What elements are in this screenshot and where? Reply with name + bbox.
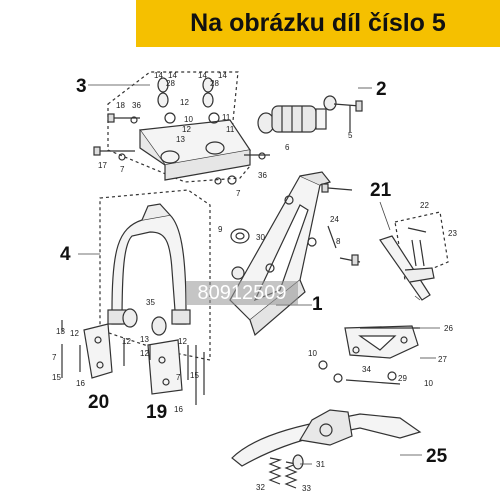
callout-20: 20 [88,392,109,413]
part-number: 36 [132,101,141,110]
part-number: 7 [120,165,125,174]
part-number: 16 [76,379,85,388]
part-number: 11 [222,113,231,122]
part-number: 12 [178,337,187,346]
washer-part-30 [230,228,250,244]
spring-parts [268,454,304,489]
callout-25: 25 [426,446,448,467]
header-banner [136,0,500,47]
callout-1: 1 [312,294,323,315]
small-bolt-parts [61,320,205,405]
part-number: 5 [348,131,353,140]
bolt-parts [93,113,270,185]
part-number: 15 [52,373,61,382]
shock-absorber-part [257,95,363,134]
main-stand-part [231,409,422,467]
bracket-part-20 [83,323,113,379]
part-number: 28 [210,79,219,88]
part-number: 7 [52,353,57,362]
callout-21: 21 [370,180,392,201]
part-number: 7 [236,189,241,198]
part-number: 10 [308,349,317,358]
part-number: 24 [330,215,339,224]
part-number: 12 [140,349,149,358]
part-number: 10 [424,379,433,388]
bolt-parts-right [321,183,361,266]
side-stand-part [379,227,435,301]
part-number: 13 [56,327,65,336]
part-number: 36 [258,171,267,180]
bushing-part-35 [122,308,167,336]
part-number: 17 [98,161,107,170]
part-number: 10 [184,115,193,124]
leader-lines [78,84,440,465]
part-number: 12 [182,125,191,134]
part-number: 33 [302,484,311,493]
part-number: 13 [176,135,185,144]
washer-parts-bottom-right [318,360,401,385]
part-number: 14 [168,71,177,80]
bushing-set-part [157,77,220,124]
part-number: 31 [316,460,325,469]
part-number: 14 [198,71,207,80]
part-number: 9 [218,225,223,234]
part-number: 15 [190,371,199,380]
part-number: 23 [448,229,457,238]
callout-4: 4 [60,244,71,265]
header-title: Na obrázku díl číslo 5 [190,9,446,37]
part-number: 16 [174,405,183,414]
part-number: 11 [226,125,235,134]
part-number: 12 [70,329,79,338]
part-number: 18 [116,101,125,110]
part-number: 12 [180,98,189,107]
part-number: 8 [336,237,341,246]
part-number: 29 [398,374,407,383]
part-number: 28 [166,79,175,88]
part-number: 13 [140,335,149,344]
part-number: 14 [154,71,163,80]
part-number: 7 [176,373,181,382]
watermark: 80912509 [186,281,298,305]
part-number: 12 [122,337,131,346]
part-number: 32 [256,483,265,492]
callout-3: 3 [76,76,87,97]
part-number: 35 [146,298,155,307]
part-number: 26 [444,324,453,333]
swing-arm-part [107,203,191,325]
part-number: 34 [362,365,371,374]
bracket-part-19 [147,339,183,395]
callout-2: 2 [376,79,387,100]
part-number: 27 [438,355,447,364]
part-number: 30 [256,233,265,242]
part-number: 14 [218,71,227,80]
part-number: 22 [420,201,429,210]
callout-19: 19 [146,402,167,423]
stand-bracket-part [344,325,420,359]
linkage-block-part [138,119,252,181]
part-number: 6 [285,143,290,152]
